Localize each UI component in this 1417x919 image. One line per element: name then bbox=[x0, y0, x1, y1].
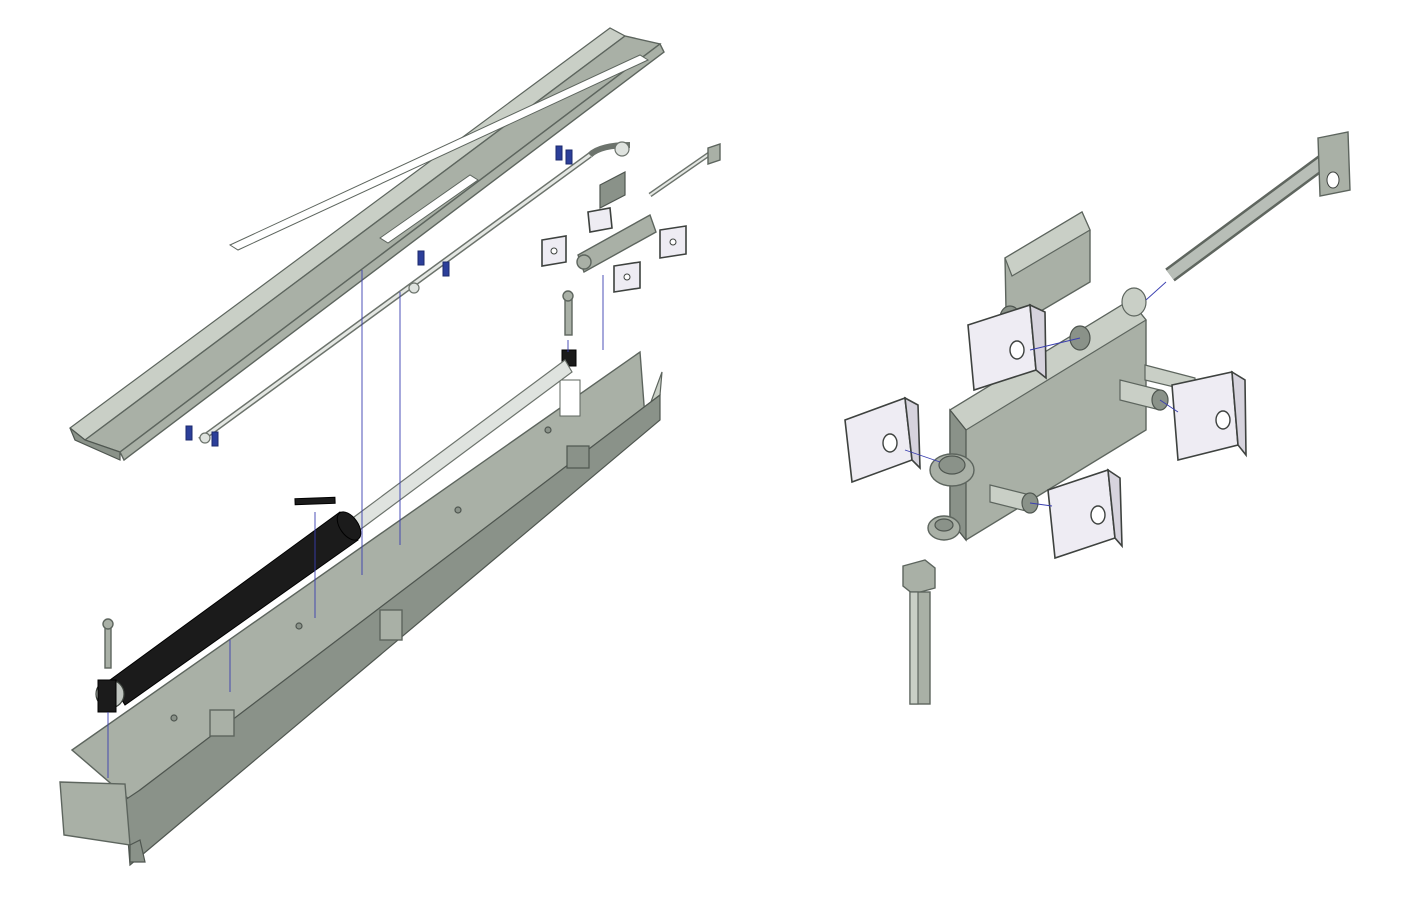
side-pin bbox=[989, 364, 1196, 514]
push-rod bbox=[648, 143, 721, 198]
hex-bolt bbox=[902, 559, 936, 705]
detail-push-rod bbox=[1165, 131, 1351, 282]
assembly-guide-lines bbox=[107, 270, 604, 778]
detail-guide-lines bbox=[904, 281, 1179, 507]
base-channel bbox=[59, 350, 663, 867]
pivot-bolt bbox=[561, 290, 577, 367]
guide-rod bbox=[198, 141, 631, 443]
rod-clip bbox=[185, 145, 573, 447]
linear-actuator bbox=[95, 359, 573, 713]
right-detail-view bbox=[844, 131, 1351, 705]
mounting-plate bbox=[999, 210, 1091, 331]
top-cover-rail bbox=[69, 27, 665, 462]
bracket-body bbox=[927, 287, 1147, 542]
spacer-block bbox=[844, 303, 1247, 560]
left-exploded-view bbox=[59, 27, 721, 867]
bracket-assembly-small bbox=[541, 171, 687, 293]
